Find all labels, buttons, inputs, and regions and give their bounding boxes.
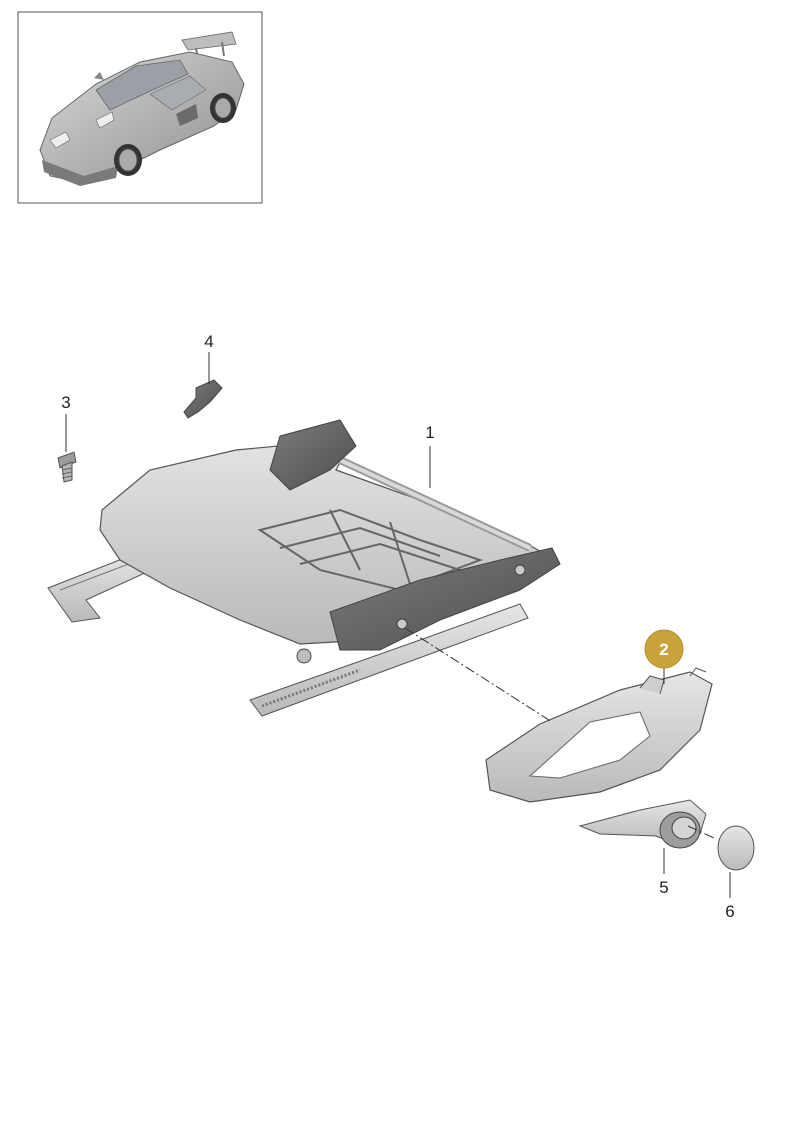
vehicle-thumbnail — [17, 11, 263, 204]
part-3-bolt — [57, 451, 77, 483]
callout-4[interactable]: 4 — [204, 332, 213, 351]
part-5-lever — [578, 799, 707, 849]
part-4-bracket — [183, 379, 223, 419]
callout-2: 2 — [659, 640, 668, 659]
part-6-cap — [717, 825, 755, 871]
assembly-lines — [404, 627, 715, 839]
part-1-seat-frame — [47, 419, 561, 717]
car-image — [39, 31, 245, 186]
assembly-line-2 — [404, 627, 553, 723]
callout-2-badge[interactable]: 2 — [644, 629, 684, 669]
callout-6[interactable]: 6 — [725, 902, 734, 921]
highlight-circle — [644, 629, 684, 669]
part-2-trim-cover — [485, 667, 713, 803]
callout-5[interactable]: 5 — [659, 878, 668, 897]
callout-3[interactable]: 3 — [61, 393, 70, 412]
callout-1[interactable]: 1 — [425, 423, 434, 442]
assembly-line-6 — [687, 825, 715, 839]
